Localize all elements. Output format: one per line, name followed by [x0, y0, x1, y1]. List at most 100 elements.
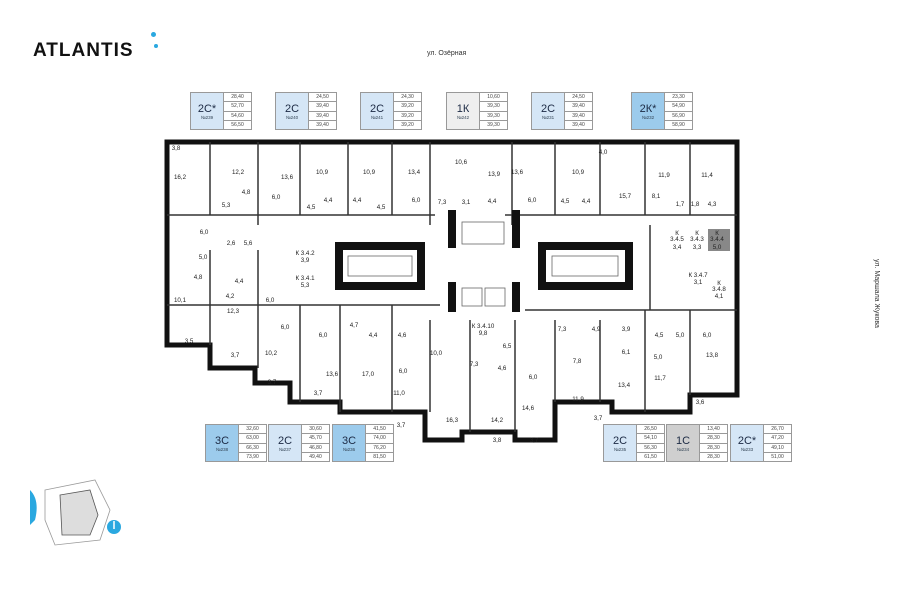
room-area-label: 4,4: [324, 197, 333, 204]
room-area-label: 4,0: [599, 149, 608, 156]
room-area-label: 3,3: [693, 244, 702, 251]
room-area-label: К: [695, 230, 699, 237]
apartment-area-value: 74,00: [366, 434, 393, 444]
room-area-label: 7,8: [573, 358, 582, 365]
apartment-type-label: 2С*: [737, 434, 757, 447]
room-area-label: 7,3: [470, 361, 479, 368]
room-area-label: 4,1: [715, 293, 724, 300]
room-area-label: 11,0: [393, 390, 405, 397]
room-area-label: 11,9: [658, 172, 670, 179]
room-area-label: 3,9: [622, 326, 631, 333]
room-area-label: 4,7: [350, 322, 359, 329]
room-area-label: 1,8: [691, 201, 700, 208]
room-area-label: 3,7: [530, 437, 539, 444]
room-area-label: 4,5: [655, 332, 664, 339]
stairs: [347, 221, 619, 307]
room-area-label: 16,2: [174, 174, 187, 181]
apartment-area-value: 39,40: [309, 112, 336, 121]
apartment-area-value: 26,50: [637, 425, 664, 435]
room-area-label: 13,6: [281, 174, 294, 181]
apartment-area-value: 45,70: [302, 434, 329, 444]
room-area-label: 10,2: [265, 350, 278, 357]
room-area-label: К: [717, 280, 721, 287]
room-area-label: 13,4: [618, 382, 631, 389]
room-area-label: 11,9: [572, 396, 584, 403]
room-area-label: 4,5: [307, 204, 316, 211]
apartment-area-value: 47,20: [764, 434, 791, 444]
room-area-label: 4,2: [226, 293, 235, 300]
room-area-label: 3.4.5: [670, 236, 684, 243]
room-area-label: 4,6: [498, 365, 507, 372]
apartment-area-value: 28,30: [700, 444, 727, 453]
room-area-label: 4,9: [592, 326, 601, 333]
apartment-area-value: 26,70: [764, 425, 791, 435]
apartment-area-value: 10,60: [480, 93, 507, 103]
apartment-type-label: 3С: [341, 434, 357, 447]
room-area-label: К: [675, 230, 679, 237]
room-area-label: 10,0: [430, 350, 443, 357]
room-area-label: 4,4: [488, 198, 497, 205]
apartment-type-label: 2С: [284, 102, 300, 115]
room-area-label: 3.4.4: [710, 236, 724, 243]
apartment-area-value: 24,50: [309, 93, 336, 103]
room-area-label: 3,5: [185, 338, 194, 345]
room-area-label: 13,6: [511, 169, 524, 176]
apartment-area-value: 46,80: [302, 444, 329, 453]
room-area-label: 4,5: [377, 204, 386, 211]
apartment-area-value: 39,40: [309, 102, 336, 112]
apartment-area-value: 56,90: [665, 112, 692, 121]
room-area-label: 11,4: [701, 172, 713, 179]
room-area-label: 3,7: [268, 379, 277, 386]
room-area-label: К 3.4.7: [688, 272, 708, 279]
apartment-number: №239: [200, 114, 214, 120]
apartment-type-label: 1С: [675, 434, 691, 447]
room-area-label: 3,6: [696, 399, 705, 406]
apartment-area-value: 76,20: [366, 444, 393, 453]
apartment-area-value: 66,30: [239, 444, 266, 453]
apartment-area-value: 56,50: [231, 121, 244, 128]
room-area-label: 13,9: [488, 171, 501, 178]
room-area-label: 14,2: [491, 417, 504, 424]
room-area-label: 6,0: [412, 197, 421, 204]
apartment-number: №242: [456, 114, 470, 120]
apartment-area-value: 39,20: [394, 112, 421, 121]
room-area-label: 3,9: [301, 257, 310, 264]
apartment-area-value: 58,90: [672, 121, 685, 128]
room-area-label: 10,9: [363, 169, 376, 176]
apartment-area-value: 49,10: [764, 444, 791, 453]
apartment-type-label: 2С*: [197, 102, 217, 115]
room-area-label: 6,0: [200, 229, 209, 236]
room-area-label: 3,8: [172, 145, 181, 152]
room-area-label: 6,0: [529, 374, 538, 381]
interior-walls: [167, 142, 737, 432]
room-area-label: 6,0: [266, 297, 275, 304]
cores: [335, 210, 730, 312]
room-area-label: 17,0: [362, 371, 375, 378]
apartment-number: №235: [613, 446, 627, 452]
compass-icon: [107, 520, 121, 534]
room-area-label: 4,4: [369, 332, 378, 339]
room-area-label: 10,9: [572, 169, 585, 176]
room-area-label: 13,4: [408, 169, 421, 176]
apartment-area-value: 39,30: [480, 112, 507, 121]
room-area-label: 6,0: [399, 368, 408, 375]
